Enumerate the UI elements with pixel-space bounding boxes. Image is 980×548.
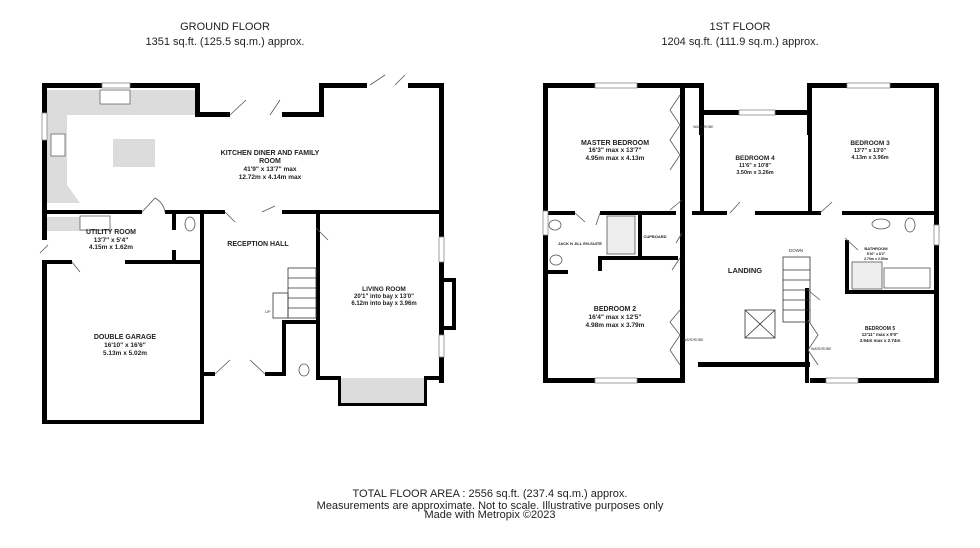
door[interactable] [39,244,81,273]
staircase-ground [272,267,317,319]
svg-text:BEDROOM 2: BEDROOM 2 [594,306,637,313]
svg-text:16'3" max x 13'7": 16'3" max x 13'7" [589,147,642,154]
kitchen-island [113,139,155,167]
shower [606,215,636,255]
svg-text:3.94m max x 2.74m: 3.94m max x 2.74m [860,338,901,343]
svg-text:3.50m x 3.26m: 3.50m x 3.26m [736,170,773,176]
svg-text:13'7" x 5'4": 13'7" x 5'4" [94,237,129,244]
bifold-doors[interactable] [229,74,406,116]
room-en-suite: JACK N JILL EN-SUITE [558,241,602,246]
ground-floor-plan: UP KITCHEN DINER AND FAMILY ROOM 41'9" x… [39,74,456,424]
svg-text:KITCHEN DINER AND FAMILY: KITCHEN DINER AND FAMILY [221,150,320,157]
first-floor-plan: DOWN WARDROBE WARDROBE WARDROBE MASTER B… [542,82,940,384]
first-floor-area: 1204 sq.ft. (111.9 sq.m.) approx. [661,36,818,48]
room-utility: UTILITY ROOM 13'7" x 5'4" 4.15m x 1.62m [86,229,136,251]
utility-sink [79,215,111,231]
staircase-first [744,256,811,339]
bay-window [340,378,425,404]
stair-up-label: UP [265,309,271,314]
ground-floor-area: 1351 sq.ft. (125.5 sq.m.) approx. [146,36,305,48]
room-landing: LANDING [728,266,762,275]
toilet-icon [904,217,916,233]
credit: Made with Metropix ©2023 [424,509,555,521]
room-bedroom-3: BEDROOM 3 13'7" x 13'0" 4.13m x 3.96m [850,140,890,161]
room-garage: DOUBLE GARAGE 16'10" x 16'6" 5.13m x 5.0… [94,334,157,357]
svg-text:41'9" x 13'7" max: 41'9" x 13'7" max [244,166,297,173]
svg-text:8'10" x 8'2": 8'10" x 8'2" [867,252,886,256]
bath [883,267,931,289]
first-floor-title: 1ST FLOOR [710,21,771,33]
svg-text:12'11" max x 9'0": 12'11" max x 9'0" [862,332,898,337]
svg-text:ROOM: ROOM [259,158,281,165]
svg-text:4.95m max x 4.13m: 4.95m max x 4.13m [586,155,645,162]
wardrobe-label: WARDROBE [811,347,832,351]
svg-text:16'10" x 16'6": 16'10" x 16'6" [104,342,146,349]
svg-text:BATHROOM: BATHROOM [864,246,888,251]
ground-floor-title: GROUND FLOOR [180,21,270,33]
room-reception-hall: RECEPTION HALL [227,241,289,248]
toilet-icon [184,216,196,232]
svg-text:12.72m x 4.14m max: 12.72m x 4.14m max [239,174,302,181]
basin-icon [871,218,891,230]
svg-text:BEDROOM 4: BEDROOM 4 [735,155,775,162]
total-floor-area: TOTAL FLOOR AREA : 2556 sq.ft. (237.4 sq… [353,488,628,500]
svg-text:BEDROOM 5: BEDROOM 5 [865,326,896,332]
room-bedroom-2: BEDROOM 2 16'4" max x 12'5" 4.98m max x … [586,306,645,329]
svg-text:DOUBLE GARAGE: DOUBLE GARAGE [94,334,157,341]
room-bedroom-5: BEDROOM 5 12'11" max x 9'0" 3.94m max x … [860,326,901,343]
room-living: LIVING ROOM 20'1" into bay x 13'0" 6.12m… [351,286,416,307]
svg-text:BEDROOM 3: BEDROOM 3 [850,140,890,147]
svg-text:16'4" max x 12'5": 16'4" max x 12'5" [589,314,642,321]
doors[interactable] [574,199,859,301]
stair-down-label: DOWN [789,248,803,253]
svg-text:5.13m x 5.02m: 5.13m x 5.02m [103,350,147,357]
room-cupboard: CUPBOARD [643,234,666,239]
toilet-icon [549,254,563,266]
svg-text:20'1" into bay x 13'0": 20'1" into bay x 13'0" [354,294,414,300]
front-door[interactable] [214,359,266,375]
svg-text:6.12m into bay x 3.96m: 6.12m into bay x 3.96m [351,301,416,307]
svg-text:UTILITY ROOM: UTILITY ROOM [86,229,136,236]
door[interactable] [224,205,276,223]
svg-text:MASTER BEDROOM: MASTER BEDROOM [581,140,649,147]
disclaimer: Measurements are approximate. Not to sca… [317,500,664,512]
svg-text:11'6" x 10'8": 11'6" x 10'8" [739,163,771,169]
room-kitchen: KITCHEN DINER AND FAMILY ROOM 41'9" x 13… [221,150,320,181]
door[interactable] [315,227,329,241]
wardrobe-label: WARDROBE [683,338,704,342]
svg-text:4.13m x 3.96m: 4.13m x 3.96m [851,155,888,161]
wardrobe-label: WARDROBE [693,125,714,129]
door[interactable] [141,197,166,213]
svg-text:4.98m max x 3.79m: 4.98m max x 3.79m [586,322,645,329]
toilet-icon [298,363,310,377]
svg-text:2.70m x 2.50m: 2.70m x 2.50m [864,257,888,261]
wardrobe-doors[interactable] [669,94,819,366]
kitchen-sink [99,89,131,105]
hob [50,133,66,157]
svg-text:LIVING ROOM: LIVING ROOM [362,286,406,293]
room-bathroom: BATHROOM 8'10" x 8'2" 2.70m x 2.50m [864,246,888,261]
room-bedroom-4: BEDROOM 4 11'6" x 10'8" 3.50m x 3.26m [735,155,775,176]
shower [851,261,883,290]
basin-icon [548,219,562,231]
room-master-bedroom: MASTER BEDROOM 16'3" max x 13'7" 4.95m m… [581,140,649,162]
svg-text:13'7" x 13'0": 13'7" x 13'0" [854,148,887,154]
svg-text:4.15m x 1.62m: 4.15m x 1.62m [89,244,133,251]
